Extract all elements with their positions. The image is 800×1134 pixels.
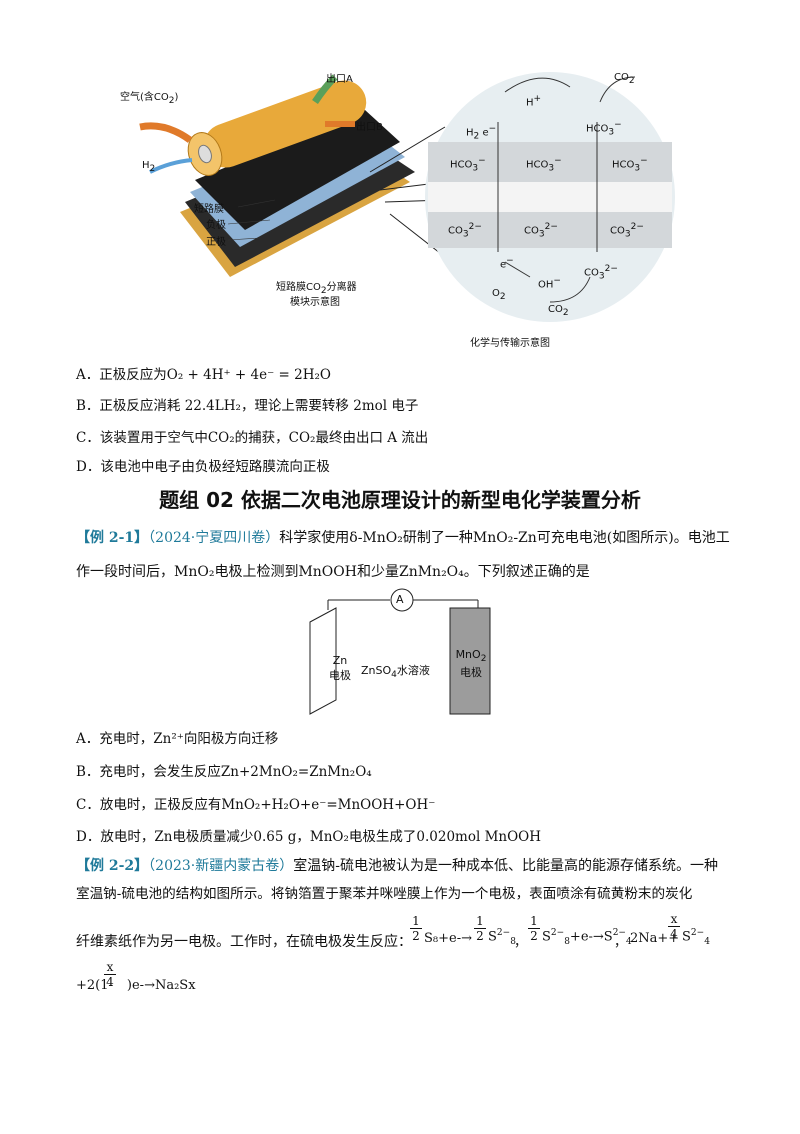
option-b[interactable]: B．正极反应消耗 22.4LH₂，理论上需要转移 2mol 电子 [76, 398, 419, 414]
solution-label: ZnSO4水溶液 [361, 664, 430, 681]
section-heading: 题组 02 依据二次电池原理设计的新型电化学装置分析 [159, 488, 641, 512]
reaction-3-prefix: 2Na++ [630, 931, 680, 946]
ammeter-label: A [396, 593, 404, 606]
module-caption-line2: 模块示意图 [290, 297, 340, 308]
separator-module-figure [139, 72, 675, 322]
o2-label: O2 [492, 288, 506, 302]
battery-diagram [309, 588, 491, 715]
example-2-1-line2: 作一段时间后，MnO₂电极上检测到MnOOH和少量ZnMn₂O₄。下列叙述正确的… [76, 564, 590, 580]
h-plus-label: H+ [526, 94, 542, 109]
example-2-1-option-d[interactable]: D．放电时，Zn电极质量减少0.65 g，MnO₂电极生成了0.020mol M… [76, 829, 542, 845]
example-2-1-option-b[interactable]: B．充电时，会发生反应Zn+2MnO₂=ZnMn₂O₄ [76, 764, 372, 780]
co3-left-label: CO32− [448, 222, 482, 240]
comma-2: ， [614, 935, 628, 950]
air-label: 空气(含CO2) [120, 92, 179, 106]
species-s8: S2−8 [488, 928, 516, 947]
example-2-2-line3: 纤维素纸作为另一电极。工作时，在硫电极发生反应： [76, 934, 412, 950]
oh-label: OH− [538, 276, 561, 291]
co2-bottom-label: CO2 [548, 304, 569, 318]
species-s4: S2−4 [682, 928, 710, 947]
short-circuit-membrane-label: 短路膜 [194, 204, 224, 215]
co3-right-label: CO32− [610, 222, 644, 240]
h2-e-label: H2 e− [466, 124, 497, 142]
h2-label: H2 [142, 160, 156, 174]
example-2-1-option-c[interactable]: C．放电时，正极反应有MnO₂+H₂O+e⁻=MnOOH+OH⁻ [76, 797, 436, 813]
outlet-b-label: 出口B [356, 122, 383, 133]
comma-1: ， [514, 935, 528, 950]
example-tag: 【例 2-2】（2023·新疆内蒙古卷） [76, 858, 294, 874]
example-2-1-option-a[interactable]: A．充电时，Zn²⁺向阳极方向迁移 [76, 731, 279, 747]
co3-mid-label: CO32− [524, 222, 558, 240]
reaction-1: S₈+e-→ [424, 931, 472, 946]
positive-electrode-label: 正极 [206, 237, 226, 248]
option-a[interactable]: A．正极反应为O₂ + 4H⁺ + 4e⁻ = 2H₂O [76, 367, 331, 383]
negative-electrode-label: 负极 [206, 220, 226, 231]
outlet-a-label: 出口A [326, 74, 353, 85]
example-2-1-line1: 【例 2-1】（2024·宁夏四川卷）科学家使用δ-MnO₂研制了一种MnO₂-… [76, 530, 730, 546]
option-c[interactable]: C．该装置用于空气中CO₂的捕获，CO₂最终由出口 A 流出 [76, 430, 429, 446]
option-d[interactable]: D．该电池中电子由负极经短路膜流向正极 [76, 459, 330, 475]
hco3-right-label: HCO3− [612, 156, 648, 174]
hco3-left-label: HCO3− [450, 156, 486, 174]
example-2-2-line4: +2(1-)e-→Na₂Sx [76, 978, 196, 993]
example-2-2-line2: 室温钠-硫电池的结构如图所示。将钠箔置于聚苯并咪唑膜上作为一个电极，表面喷涂有硫… [76, 886, 693, 902]
module-caption-line1: 短路膜CO2分离器 [276, 282, 357, 296]
transport-circle [425, 72, 675, 322]
example-2-2-line1: 【例 2-2】（2023·新疆内蒙古卷）室温钠-硫电池被认为是一种成本低、比能量… [76, 858, 718, 874]
transport-caption: 化学与传输示意图 [470, 338, 550, 349]
e-minus-label: e− [500, 256, 514, 271]
hco3-top-label: HCO3− [586, 120, 622, 138]
reaction-2: S2−8+e-→S2−4 [542, 928, 632, 947]
module-illustration [139, 74, 415, 277]
hco3-mid-label: HCO3− [526, 156, 562, 174]
co2-top-label: CO2 [614, 72, 635, 86]
co3-bottom-label: CO32− [584, 264, 618, 282]
example-tag: 【例 2-1】（2024·宁夏四川卷） [76, 530, 280, 546]
